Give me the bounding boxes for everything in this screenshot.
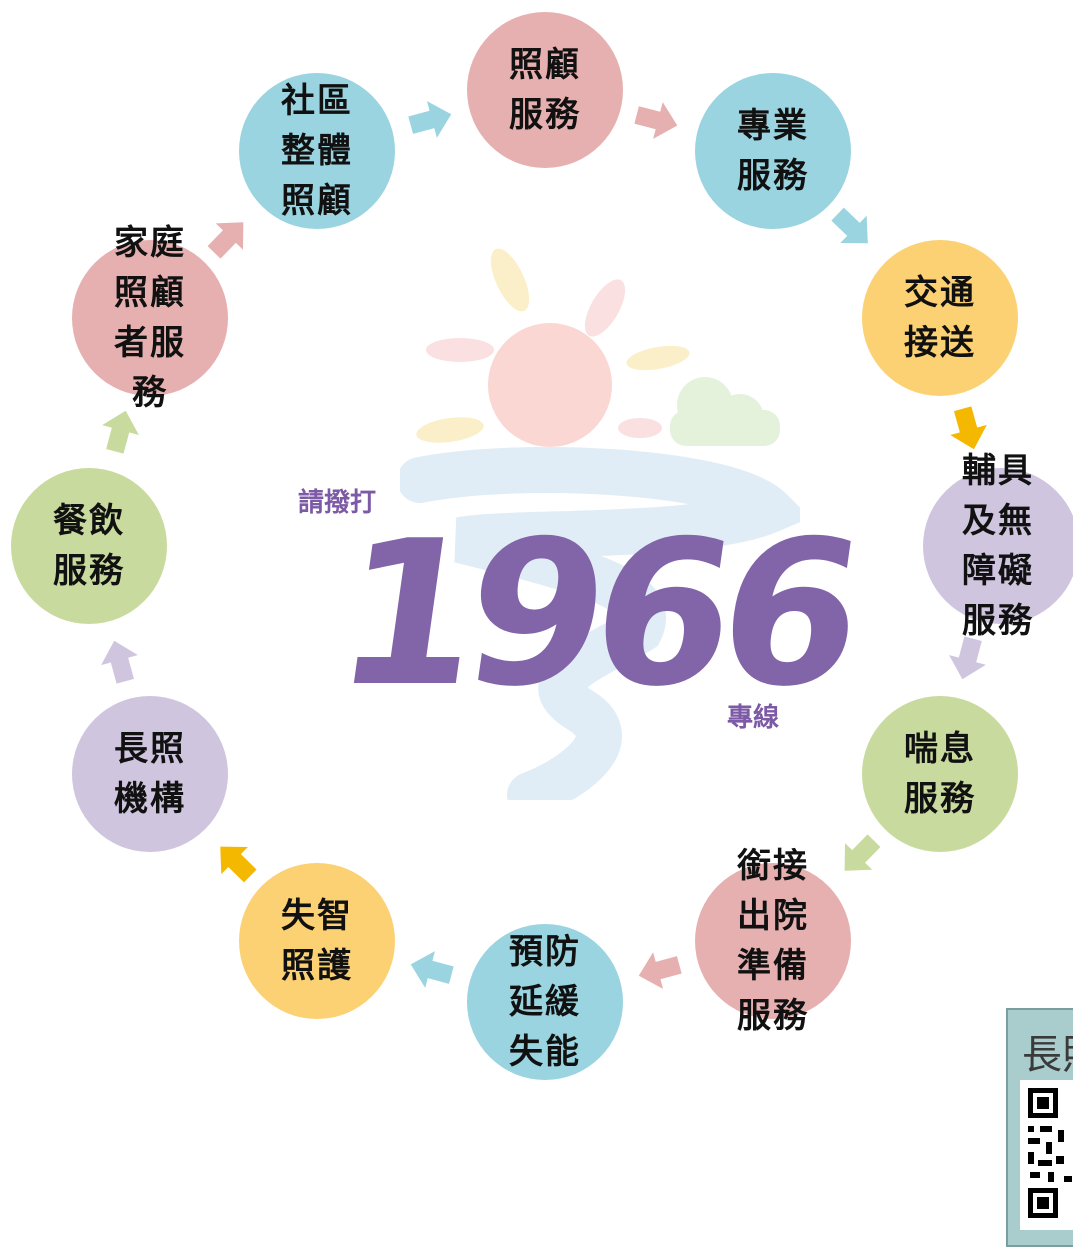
- node-label: 交通 接送: [904, 273, 976, 363]
- node-dementia-care: 失智 照護: [239, 863, 395, 1019]
- node-label: 輔具 及無 障礙 服務: [962, 451, 1034, 641]
- node-professional-service: 專業 服務: [695, 73, 851, 229]
- hotline-suffix-label: 專線: [727, 703, 780, 733]
- node-meal-service: 餐飲 服務: [11, 468, 167, 624]
- node-label: 喘息 服務: [904, 729, 976, 819]
- node-prevention-service: 預防 延緩 失能: [467, 924, 623, 1080]
- node-label: 長照 機構: [114, 729, 186, 819]
- node-care-institution: 長照 機構: [72, 696, 228, 852]
- node-care-service: 照顧 服務: [467, 12, 623, 168]
- node-label: 社區 整體 照顧: [281, 81, 353, 221]
- qr-panel-title: 長照: [1022, 1032, 1073, 1078]
- sun-cloud-illustration: [400, 248, 800, 800]
- node-community-care: 社區 整體 照顧: [239, 73, 395, 229]
- node-family-caregiver-service: 家庭 照顧 者服 務: [72, 223, 228, 413]
- qr-code-image: [1020, 1080, 1073, 1230]
- node-label: 失智 照護: [281, 896, 353, 986]
- node-respite-service: 喘息 服務: [862, 696, 1018, 852]
- node-transport-service: 交通 接送: [862, 240, 1018, 396]
- node-label: 照顧 服務: [509, 45, 581, 135]
- hotline-number: 1966: [323, 498, 866, 731]
- qr-code-panel: 長照: [1006, 1008, 1073, 1247]
- node-discharge-planning-service: 銜接 出院 準備 服務: [695, 846, 851, 1036]
- node-label: 預防 延緩 失能: [509, 932, 581, 1072]
- node-label: 餐飲 服務: [53, 501, 125, 591]
- node-label: 銜接 出院 準備 服務: [737, 846, 809, 1036]
- node-label: 專業 服務: [737, 106, 809, 196]
- node-assistive-device-service: 輔具 及無 障礙 服務: [923, 451, 1073, 641]
- node-label: 家庭 照顧 者服 務: [114, 223, 186, 413]
- hotline-prefix-label: 請撥打: [298, 488, 377, 518]
